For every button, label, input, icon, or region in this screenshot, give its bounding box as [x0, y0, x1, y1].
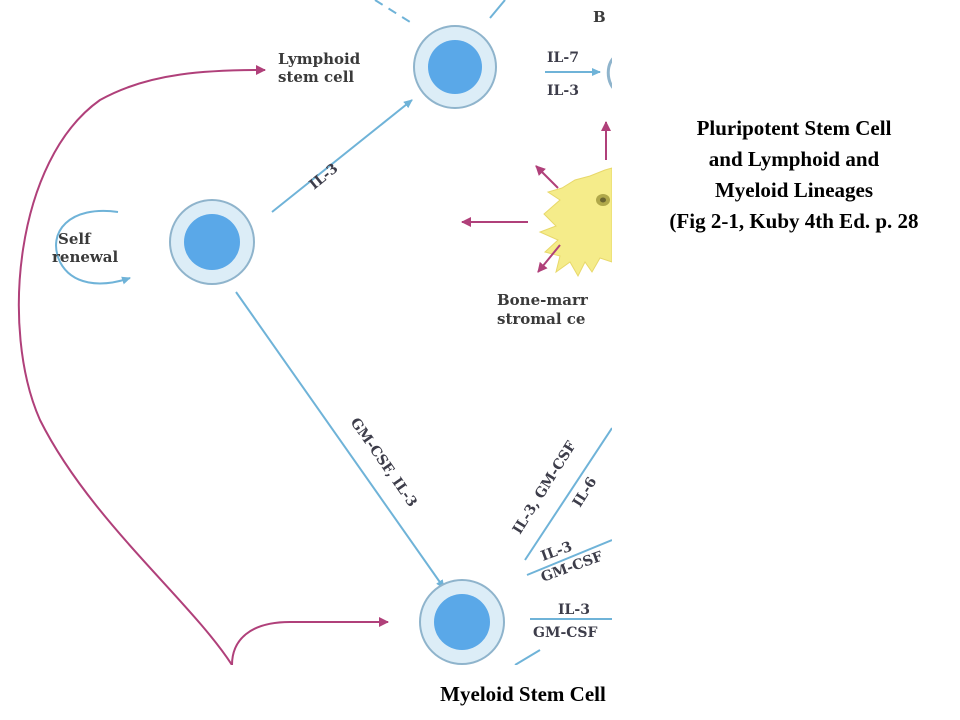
myeloid-lineage-line [514, 649, 541, 665]
pluripotent-to-lymphoid-arrow [271, 99, 413, 213]
top-connector [489, 0, 506, 19]
b-cell-label: B [593, 8, 606, 26]
cytokine-il3-diagonal: IL-3 [306, 161, 341, 194]
self-renewal-loop-arrow [17, 65, 266, 665]
stromal-label-line1: Bone-marr [497, 291, 589, 309]
stromal-arrow-down-left [537, 244, 561, 273]
pluripotent-to-myeloid-arrow [235, 291, 445, 589]
self-renewal-label-line2: renewal [52, 248, 119, 266]
caption-line: and Lymphoid and [708, 147, 880, 171]
self-renewal-label-line1: Self [58, 230, 92, 248]
dashed-connector [374, 0, 411, 23]
myeloid-lineage-line [526, 539, 612, 576]
pluripotent-stem-cell [169, 199, 255, 285]
lymphoid-label-line2: stem cell [278, 68, 354, 86]
cytokine-gmcsf-low: GM-CSF [533, 625, 598, 641]
lymphoid-stem-cell [413, 25, 497, 109]
cytokine-il7: IL-7 [547, 50, 579, 66]
caption-line: Myeloid Lineages [714, 178, 874, 202]
cytokine-il6: IL-6 [570, 475, 601, 511]
myeloid-lineage-line [524, 427, 612, 561]
stromal-cell-shape [538, 167, 612, 278]
myeloid-branch-arrow [231, 617, 389, 665]
caption-line: (Fig 2-1, Kuby 4th Ed. p. 28 [669, 209, 919, 233]
hematopoiesis-diagram: B Lymphoid stem cell Self renewal Bone-m… [17, 0, 612, 665]
caption-line: Pluripotent Stem Cell [696, 116, 892, 140]
cytokine-il3-lymphoid: IL-3 [547, 83, 579, 99]
cytokine-il3-low: IL-3 [558, 602, 590, 618]
cytokine-gmcsf-il3: GM-CSF, IL-3 [347, 415, 420, 510]
figure-caption: Pluripotent Stem Cell and Lymphoid and M… [628, 113, 960, 237]
lymphoid-label-line1: Lymphoid [278, 50, 361, 68]
stromal-arrow-up-left [535, 165, 559, 189]
myeloid-stem-cell [419, 579, 505, 665]
myeloid-stem-cell-label: Myeloid Stem Cell [440, 682, 606, 706]
cytokine-il3-gmcsf: IL-3, GM-CSF [510, 439, 580, 538]
self-renewal-arrow [55, 209, 131, 285]
stromal-label-line2: stromal ce [497, 310, 585, 328]
partial-cell-edge [606, 57, 612, 89]
stromal-nucleolus [600, 197, 606, 203]
